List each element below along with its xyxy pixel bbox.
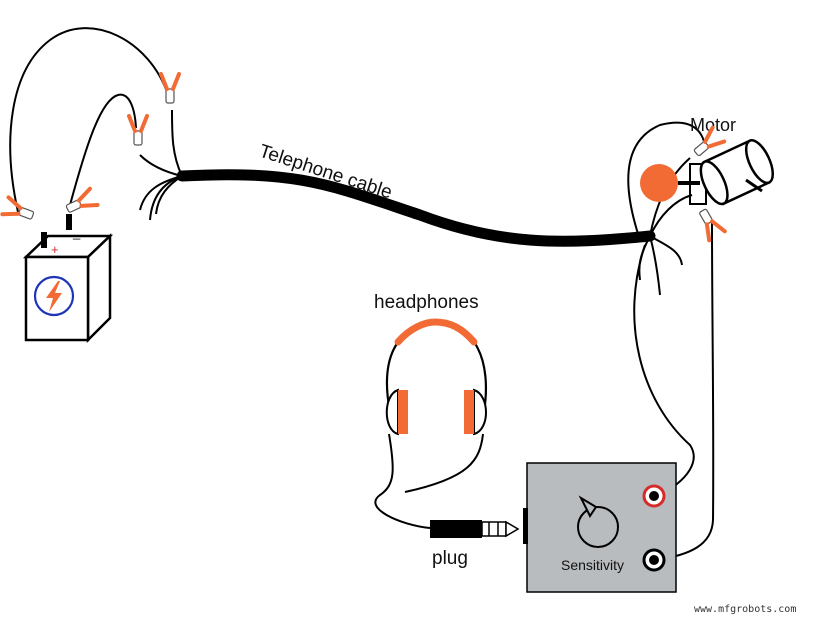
alligator-clip-top-1 [159,72,181,104]
motor-shaft [745,178,763,193]
sensitivity-label: Sensitivity [561,557,624,573]
sensitivity-knob-icon[interactable] [577,506,619,548]
detector-box [523,462,677,593]
battery-wires [9,27,183,221]
battery-negative-label: _ [72,225,81,240]
motor-pulley [640,164,678,202]
telephone-cable [176,169,656,247]
alligator-clip-left-1 [0,195,35,220]
battery-positive-label: + [51,242,59,257]
wire-loop-inner [69,93,137,206]
plug-label: plug [432,548,468,569]
right-ear-cup [464,390,474,434]
battery-negative-terminal [66,214,72,230]
wire-loop-outer [9,27,169,213]
alligator-clip-left-2 [65,186,100,213]
headphone-jack [523,508,528,544]
headphones [374,318,488,529]
plug [430,520,520,538]
alligator-clip-motor-2 [699,208,727,243]
battery-positive-terminal [41,232,47,248]
alligator-clip-motor-1 [693,125,727,157]
battery: + _ [22,214,114,344]
headphones-label: headphones [374,292,479,313]
lightning-bolt-icon [46,281,62,312]
watermark: www.mfgrobots.com [694,604,796,615]
motor-wires [627,121,715,561]
motor-label: Motor [690,115,736,135]
motor [640,139,775,206]
alligator-clip-top-2 [127,114,149,146]
left-ear-cup [398,390,408,434]
